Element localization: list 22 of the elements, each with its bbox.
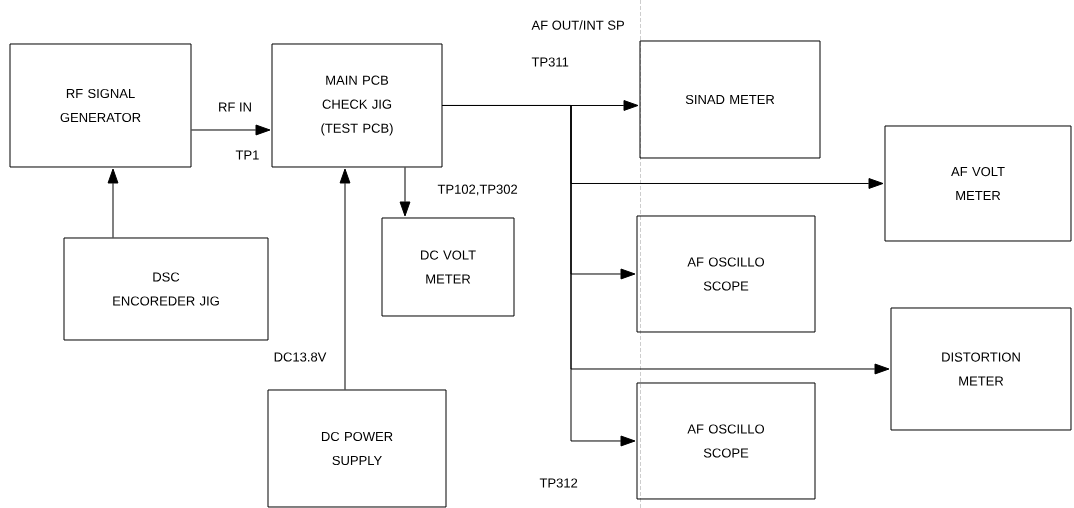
instrument-box: AF OSCILLO SCOPE	[636, 382, 816, 500]
test-point-label: AF OUT/INT SP	[531, 20, 624, 30]
arrow	[107, 168, 119, 238]
instrument-box: RF SIGNAL GENERATOR	[9, 43, 192, 168]
arrow	[191, 124, 271, 136]
edge-label: DC13.8V	[272, 351, 328, 363]
arrow	[399, 167, 411, 217]
test-point-label: TP311	[531, 57, 569, 67]
instrument-box: MAIN PCB CHECK JIG (TEST PCB)	[271, 43, 443, 168]
edge-label: RF IN	[217, 101, 253, 113]
test-point-label: TP312	[539, 478, 578, 488]
arrow	[442, 105, 636, 447]
instrument-box: AF OSCILLO SCOPE	[636, 215, 816, 333]
instrument-box: AF VOLT METER	[884, 125, 1072, 242]
instrument-box: DC VOLT METER	[381, 217, 515, 317]
arrow	[339, 168, 351, 390]
instrument-box: DISTORTION METER	[890, 307, 1072, 431]
test-point-label: TP1	[235, 150, 259, 160]
instrument-box: SINAD METER	[639, 40, 821, 159]
instrument-box: DSC ENCOREDER JIG	[63, 237, 269, 341]
instrument-box: DC POWER SUPPLY	[267, 389, 447, 508]
test-point-label: TP102,TP302	[437, 184, 518, 196]
